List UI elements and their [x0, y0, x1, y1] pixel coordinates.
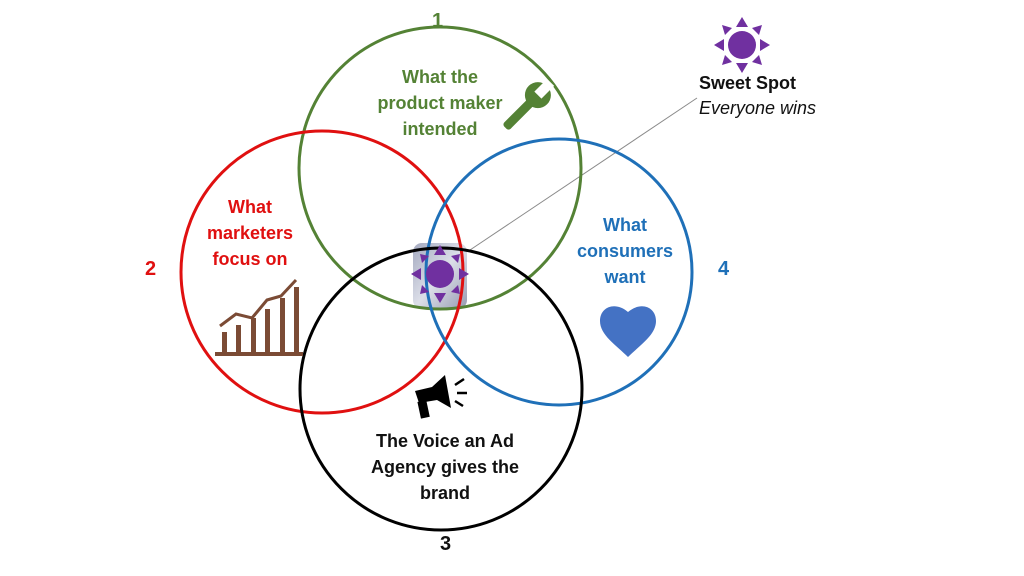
sweet-spot-sun-icon	[714, 17, 770, 73]
growth-bar-chart-icon	[215, 278, 303, 356]
circle-1-product-maker	[297, 25, 583, 311]
circle-3-label: The Voice an Ad Agency gives the brand	[370, 431, 520, 503]
circle-3-number: 3	[440, 533, 452, 555]
circle-4-consumers	[424, 137, 694, 407]
circle-1-number: 1	[432, 10, 444, 32]
circle-4-number: 4	[718, 258, 730, 280]
circle-2-label: What marketers focus on	[206, 197, 294, 269]
sweet-spot-connector	[469, 97, 698, 251]
sun-icon	[411, 245, 469, 303]
circle-1-label: What the product maker intended	[377, 67, 503, 139]
heart-icon	[600, 306, 656, 357]
sweet-spot-subtitle: Everyone wins	[699, 98, 817, 118]
sweet-spot-title: Sweet Spot	[699, 73, 797, 93]
wrench-icon	[503, 78, 555, 130]
circle-4-label: What consumers want	[576, 215, 674, 287]
circle-2-number: 2	[145, 258, 157, 280]
megaphone-icon	[415, 375, 467, 419]
